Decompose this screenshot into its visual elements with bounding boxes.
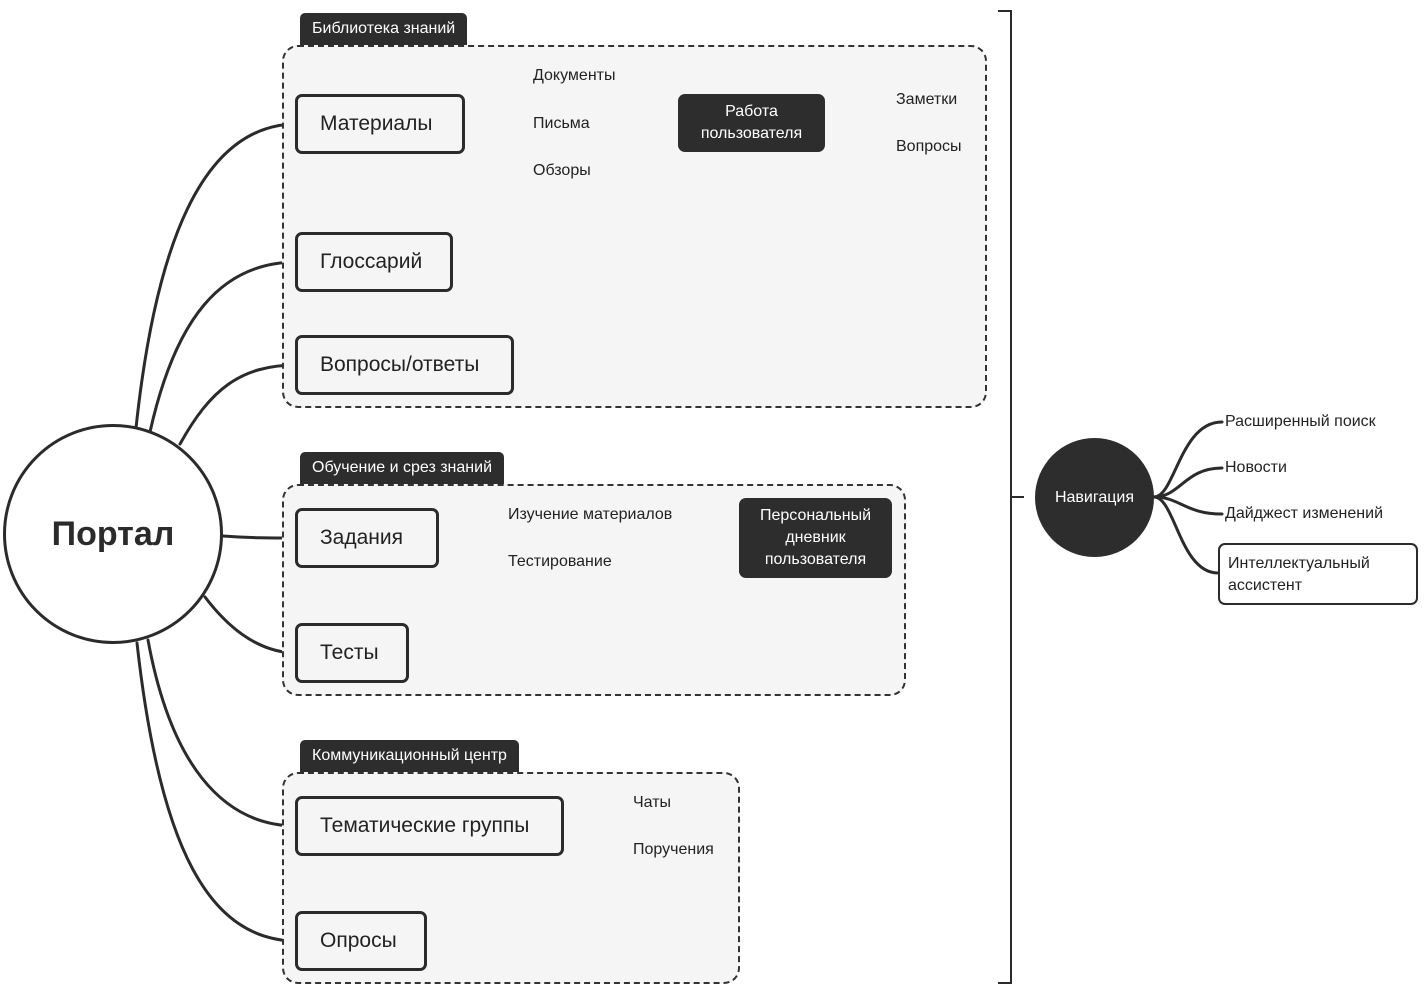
node-tasks: Задания [295, 508, 439, 568]
node-thematic-groups: Тематические группы [295, 796, 564, 856]
leaf-reviews: Обзоры [533, 162, 591, 179]
link-portal-materials [134, 122, 299, 430]
node-polls: Опросы [295, 911, 427, 971]
leaf-advanced-search: Расширенный поиск [1225, 413, 1376, 430]
node-personal-diary: Персональный дневник пользователя [739, 498, 892, 578]
group-title-communication: Коммуникационный центр [300, 740, 519, 772]
node-tests: Тесты [295, 623, 409, 683]
leaf-letters: Письма [533, 115, 590, 132]
node-materials: Материалы [295, 94, 465, 154]
link-portal-qa [178, 363, 299, 446]
navigation-label: Навигация [1054, 488, 1135, 506]
leaf-notes: Заметки [896, 91, 958, 108]
link-nav-digest [1152, 495, 1224, 516]
link-nav-assistant [1152, 495, 1220, 575]
group-title-learning: Обучение и срез знаний [300, 452, 504, 484]
link-portal-polls [135, 641, 299, 943]
assistant-label: Интеллектуальный ассистент [1228, 555, 1370, 594]
node-glossary: Глоссарий [295, 232, 453, 292]
node-user-work: Работа пользователя [678, 94, 825, 152]
link-portal-thematic [146, 638, 299, 828]
leaf-study-materials: Изучение материалов [508, 506, 673, 523]
leaf-digest: Дайджест изменений [1225, 505, 1383, 522]
leaf-assignments: Поручения [633, 841, 714, 858]
leaf-news: Новости [1225, 459, 1287, 476]
user-work-label: Работа пользователя [700, 103, 803, 142]
leaf-questions: Вопросы [896, 138, 962, 155]
personal-diary-label: Персональный дневник пользователя [759, 507, 872, 568]
navigation-bracket [998, 10, 1012, 984]
node-qa: Вопросы/ответы [295, 335, 514, 395]
node-intelligent-assistant: Интеллектуальный ассистент [1218, 543, 1418, 605]
group-title-library: Библиотека знаний [300, 13, 468, 45]
leaf-documents: Документы [533, 67, 616, 84]
link-nav-search [1152, 420, 1224, 499]
portal-root-node: Портал [3, 424, 223, 644]
portal-label: Портал [51, 514, 175, 553]
leaf-chats: Чаты [633, 794, 672, 811]
link-portal-glossary [148, 260, 299, 434]
leaf-testing: Тестирование [508, 553, 612, 570]
navigation-node: Навигация [1035, 438, 1154, 557]
